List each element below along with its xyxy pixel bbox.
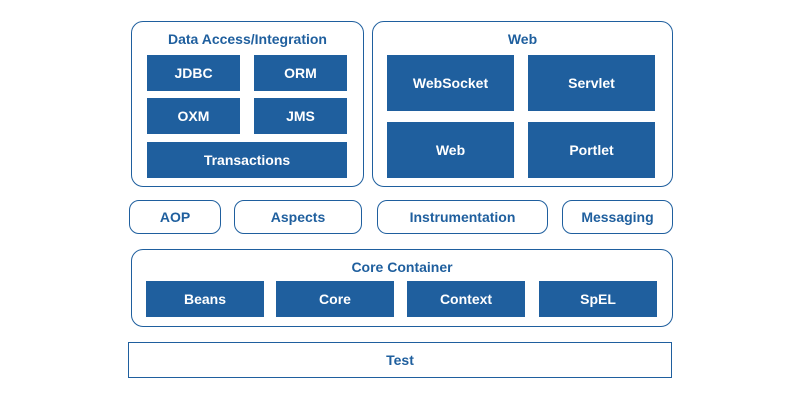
module-aop: AOP [129, 200, 221, 234]
module-orm: ORM [254, 55, 347, 91]
module-jdbc: JDBC [147, 55, 240, 91]
module-aspects: Aspects [234, 200, 362, 234]
module-context: Context [407, 281, 525, 317]
module-spel: SpEL [539, 281, 657, 317]
web-title: Web [507, 31, 538, 47]
module-instrumentation: Instrumentation [377, 200, 548, 234]
module-messaging: Messaging [562, 200, 673, 234]
core-container-title: Core Container [351, 259, 453, 275]
module-jms: JMS [254, 98, 347, 134]
module-servlet: Servlet [528, 55, 655, 111]
module-transactions: Transactions [147, 142, 347, 178]
module-core: Core [276, 281, 394, 317]
module-web: Web [387, 122, 514, 178]
module-portlet: Portlet [528, 122, 655, 178]
module-beans: Beans [146, 281, 264, 317]
module-websocket: WebSocket [387, 55, 514, 111]
data-access-integration-title: Data Access/Integration [168, 31, 327, 47]
module-oxm: OXM [147, 98, 240, 134]
module-test: Test [128, 342, 672, 378]
